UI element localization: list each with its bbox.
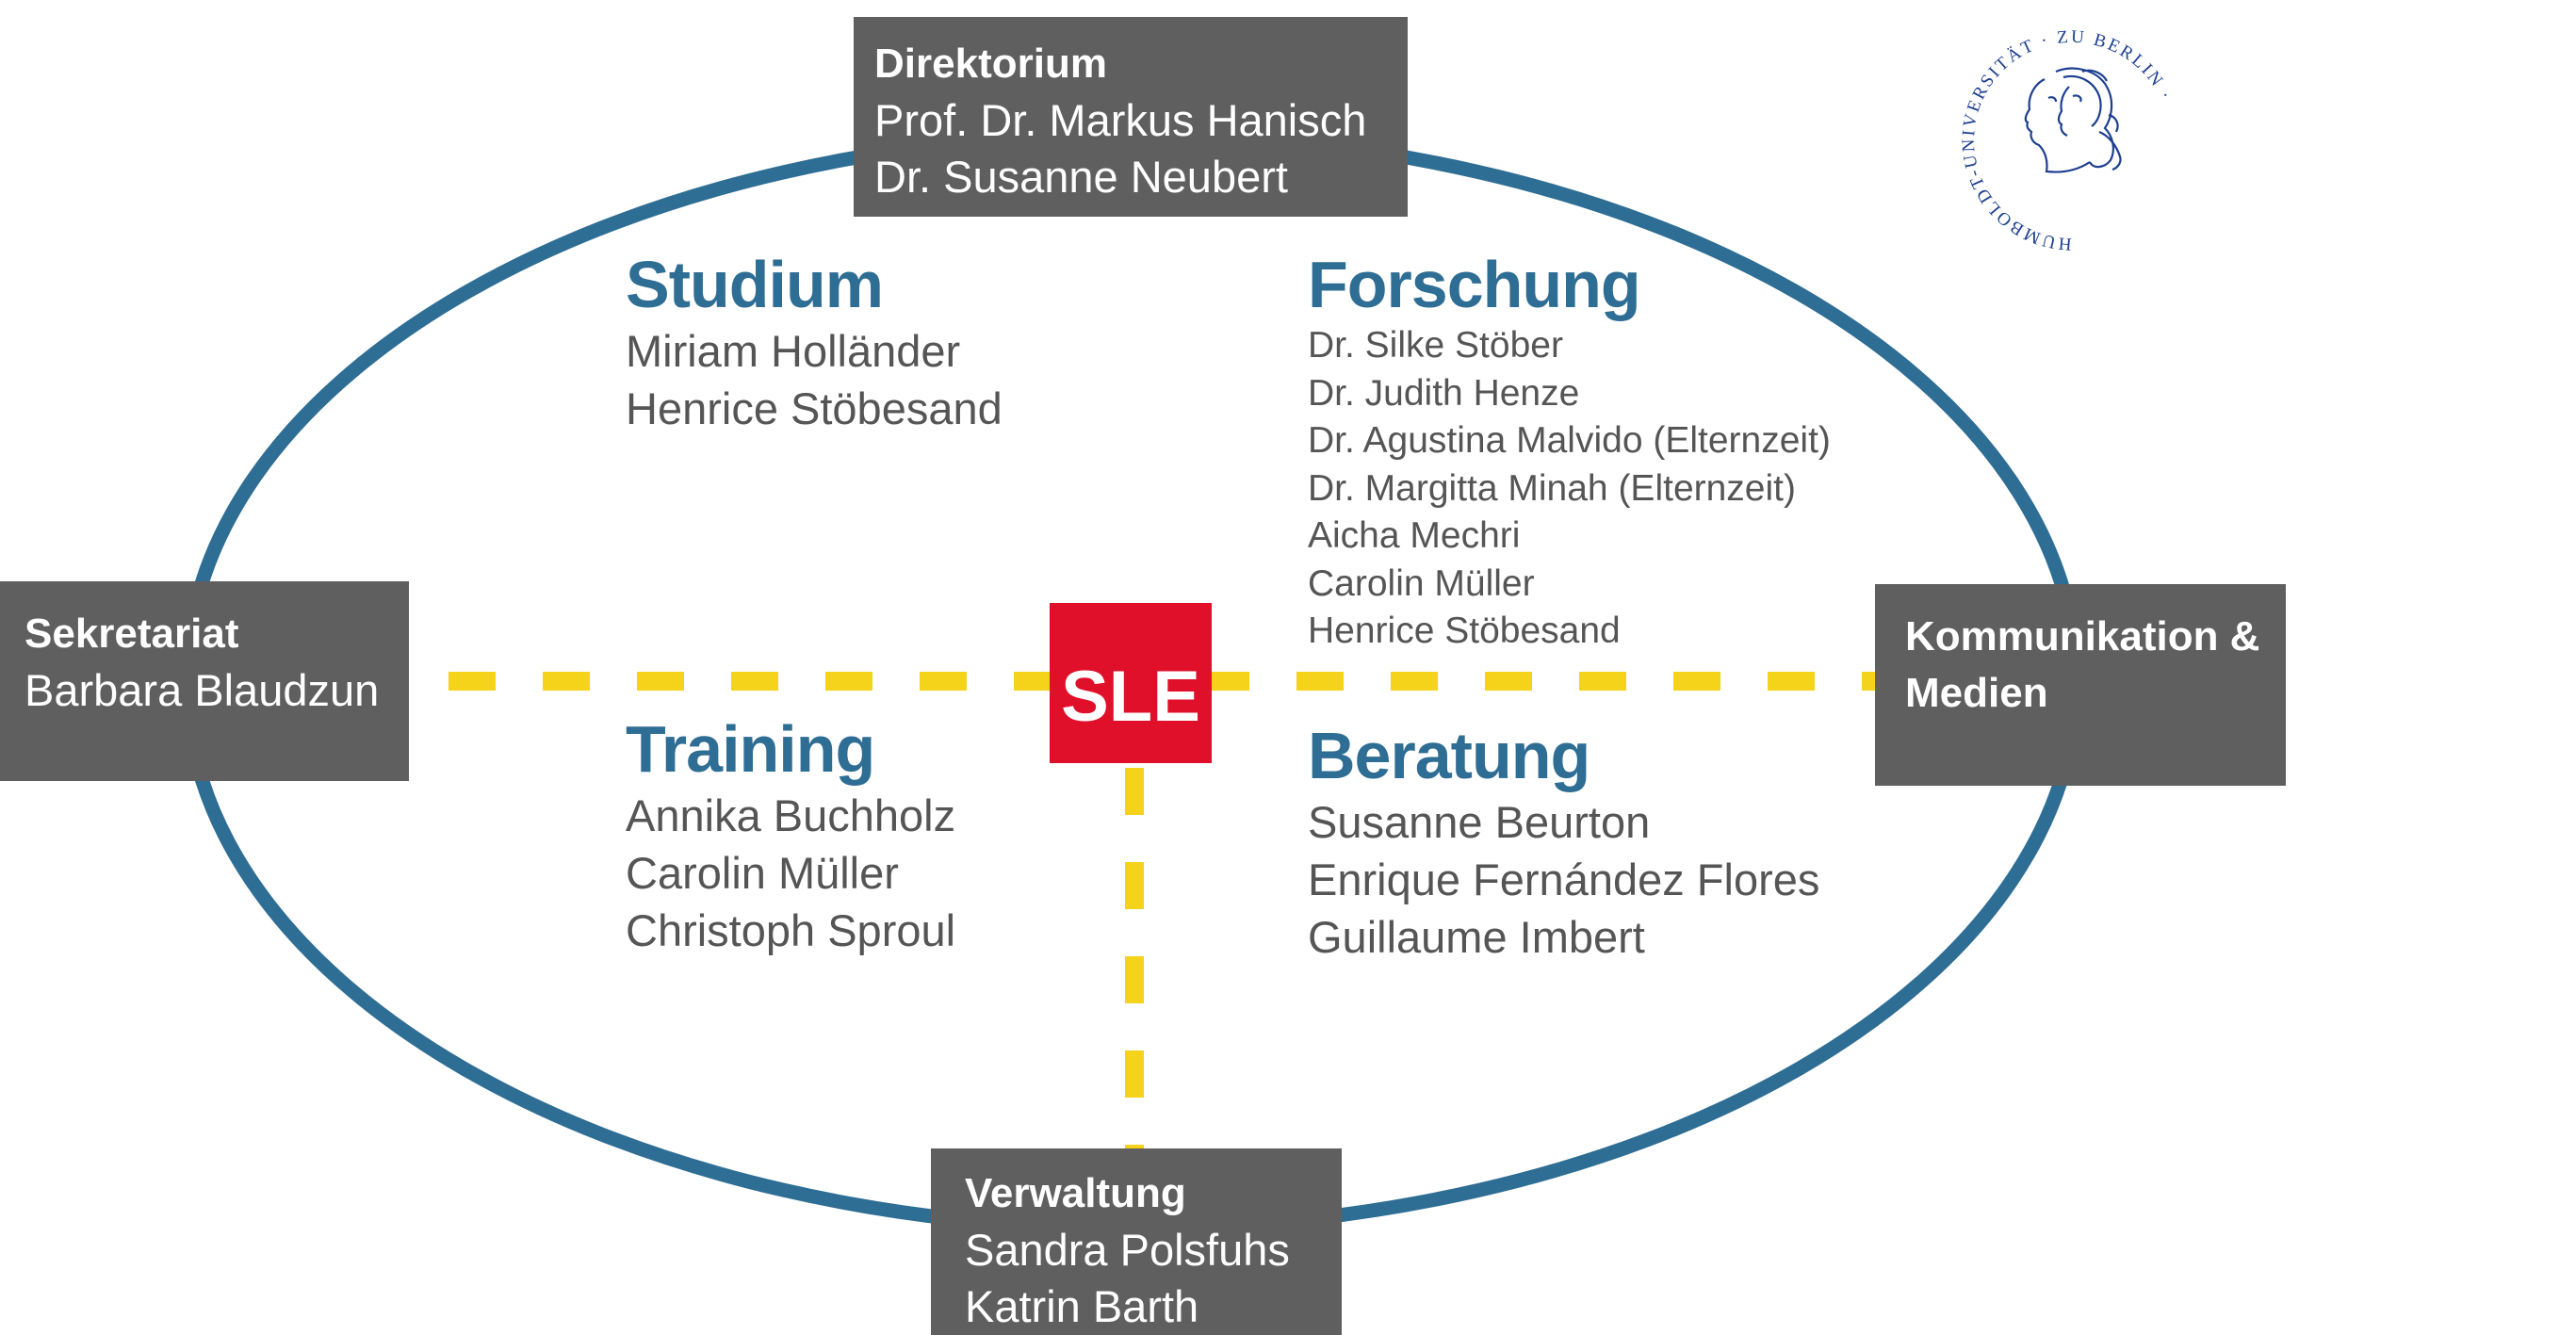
- kommunikation-header-line-1: Kommunikation &: [1905, 613, 2260, 659]
- studium-name-1: Miriam Holländer: [626, 326, 961, 376]
- verwaltung-box: Verwaltung Sandra Polsfuhs Katrin Barth: [931, 1148, 1342, 1335]
- direktorium-header: Direktorium: [874, 41, 1107, 87]
- studium-title: Studium: [626, 248, 884, 321]
- sekretariat-name-1: Barbara Blaudzun: [24, 665, 380, 715]
- studium-section: Studium Miriam Holländer Henrice Stöbesa…: [626, 247, 1003, 437]
- verwaltung-name-2: Katrin Barth: [965, 1281, 1199, 1331]
- forschung-name-4: Dr. Margitta Minah (Elternzeit): [1308, 467, 1796, 509]
- direktorium-name-1: Prof. Dr. Markus Hanisch: [874, 95, 1367, 145]
- training-title: Training: [626, 712, 875, 786]
- sle-logo-text: SLE: [1061, 656, 1200, 737]
- direktorium-box: Direktorium Prof. Dr. Markus Hanisch Dr.…: [854, 17, 1408, 217]
- verwaltung-name-1: Sandra Polsfuhs: [965, 1225, 1290, 1275]
- seal-ring-text: HUMBOLDT-UNIVERSITÄT · ZU BERLIN ·: [1959, 27, 2177, 254]
- kommunikation-medien-box: Kommunikation & Medien: [1875, 584, 2286, 786]
- training-name-1: Annika Buchholz: [626, 790, 956, 840]
- forschung-section: Forschung Dr. Silke Stöber Dr. Judith He…: [1308, 247, 1831, 656]
- sekretariat-box: Sekretariat Barbara Blaudzun: [0, 581, 409, 781]
- sle-logo: SLE: [1050, 603, 1212, 763]
- forschung-name-6: Carolin Müller: [1308, 562, 1535, 604]
- forschung-title: Forschung: [1308, 248, 1641, 321]
- beratung-name-3: Guillaume Imbert: [1308, 912, 1645, 962]
- beratung-name-1: Susanne Beurton: [1308, 797, 1651, 847]
- studium-name-2: Henrice Stöbesand: [626, 383, 1003, 433]
- training-section: Training Annika Buchholz Carolin Müller …: [626, 711, 955, 959]
- forschung-name-5: Aicha Mechri: [1308, 515, 1521, 556]
- beratung-section: Beratung Susanne Beurton Enrique Fernánd…: [1308, 718, 1819, 966]
- forschung-name-3: Dr. Agustina Malvido (Elternzeit): [1308, 420, 1831, 461]
- kommunikation-header-line-2: Medien: [1905, 670, 2048, 716]
- verwaltung-header: Verwaltung: [965, 1170, 1186, 1216]
- beratung-name-2: Enrique Fernández Flores: [1308, 855, 1820, 904]
- beratung-title: Beratung: [1308, 719, 1590, 792]
- training-name-3: Christoph Sproul: [626, 905, 956, 955]
- forschung-name-7: Henrice Stöbesand: [1308, 611, 1621, 651]
- forschung-name-2: Dr. Judith Henze: [1308, 372, 1580, 414]
- seal-portrait-icon: [2024, 67, 2122, 173]
- humboldt-university-seal: HUMBOLDT-UNIVERSITÄT · ZU BERLIN ·: [1959, 27, 2177, 254]
- direktorium-name-2: Dr. Susanne Neubert: [874, 152, 1288, 202]
- training-name-2: Carolin Müller: [626, 848, 899, 898]
- sekretariat-header: Sekretariat: [24, 611, 239, 657]
- forschung-name-1: Dr. Silke Stöber: [1308, 325, 1563, 366]
